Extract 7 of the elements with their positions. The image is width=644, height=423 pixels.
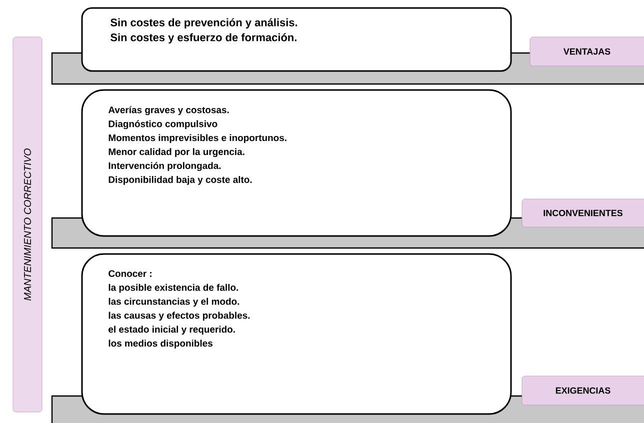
category-tag: EXIGENCIAS xyxy=(522,376,644,406)
text-box: Sin costes de prevención y análisis. Sin costes y esfuerzo de formación. xyxy=(81,7,512,72)
text-box: Conocer : la posible existencia de fallo. las circunstancias y el modo. las causas y efectos probables. el estado inicial y requerido. los medios disponibles xyxy=(81,253,512,415)
category-tag: INCONVENIENTES xyxy=(522,198,644,228)
side-label-box: MANTENIMIENTO CORRECTIVO xyxy=(12,36,42,412)
text-box: Averías graves y costosas. Diagnóstico compulsivo Momentos imprevisibles e inoportunos. Menor calidad por la urgencia. Intervención prolongada. Disponibilidad baja y coste alto. xyxy=(81,89,512,237)
category-tag: VENTAJAS xyxy=(530,36,644,66)
